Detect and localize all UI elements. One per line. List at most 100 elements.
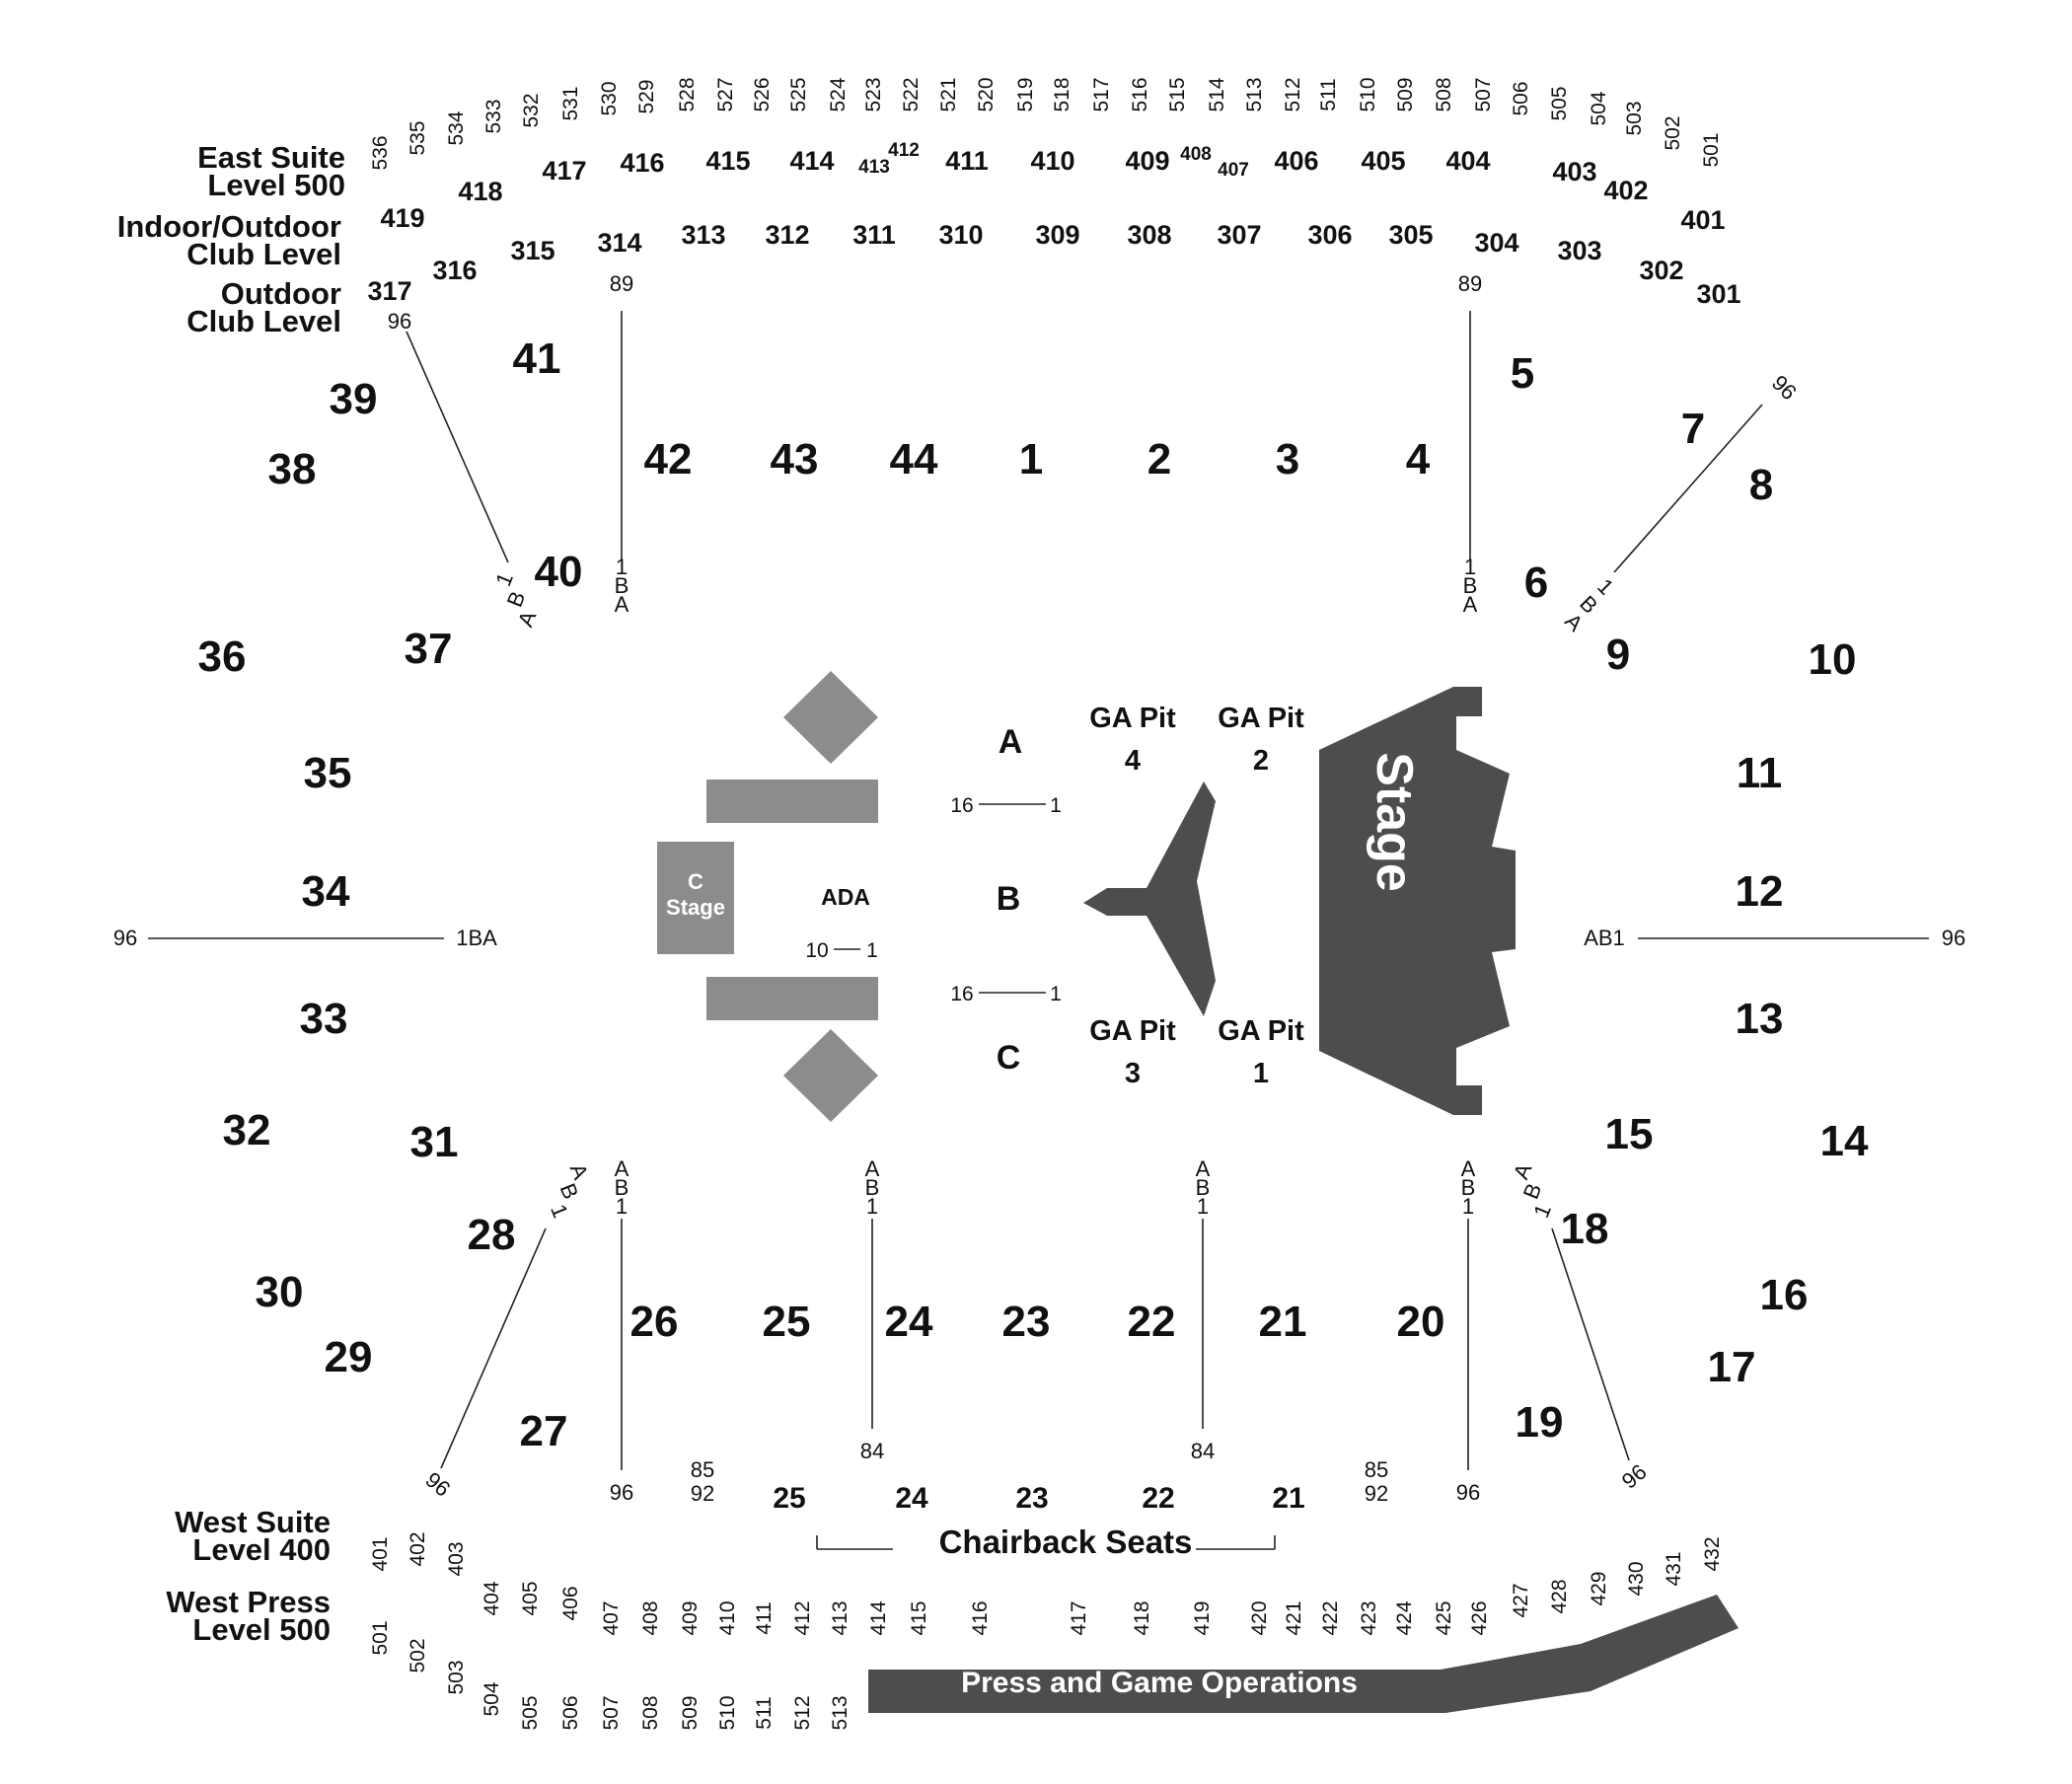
suite-400-west[interactable]: 432 <box>1701 1536 1724 1571</box>
press-500-west[interactable]: 501 <box>369 1620 392 1655</box>
suite-500-east[interactable]: 535 <box>407 120 429 155</box>
suite-400-east[interactable]: 401 <box>1680 205 1725 235</box>
suite-400-west[interactable]: 416 <box>969 1600 992 1635</box>
suite-500-east[interactable]: 525 <box>787 77 810 112</box>
lower-section-36[interactable]: 36 <box>198 632 247 681</box>
lower-section-26[interactable]: 26 <box>630 1298 679 1346</box>
c-stage[interactable] <box>657 842 734 954</box>
lower-section-17[interactable]: 17 <box>1708 1343 1756 1391</box>
ga-pit-label[interactable]: GA Pit <box>1218 1015 1304 1047</box>
suite-400-west[interactable]: 428 <box>1548 1579 1571 1613</box>
lower-section-19[interactable]: 19 <box>1516 1398 1564 1447</box>
suite-400-west[interactable]: 430 <box>1625 1561 1648 1596</box>
club-300-east[interactable]: 315 <box>510 236 555 265</box>
lower-section-35[interactable]: 35 <box>304 749 352 797</box>
suite-400-east[interactable]: 411 <box>945 146 989 176</box>
suite-400-east[interactable]: 408 <box>1180 144 1212 165</box>
lower-section-32[interactable]: 32 <box>223 1106 271 1154</box>
suite-400-east[interactable]: 413 <box>858 157 890 178</box>
suite-400-east[interactable]: 414 <box>789 146 834 176</box>
suite-400-west[interactable]: 402 <box>407 1531 429 1566</box>
suite-400-west[interactable]: 408 <box>639 1600 662 1635</box>
suite-500-east[interactable]: 508 <box>1433 77 1455 112</box>
lower-section-14[interactable]: 14 <box>1820 1117 1869 1165</box>
club-300-east[interactable]: 304 <box>1474 228 1518 258</box>
lower-section-37[interactable]: 37 <box>405 625 453 673</box>
floor-section-b[interactable]: B <box>997 880 1021 918</box>
suite-400-east[interactable]: 415 <box>705 146 750 176</box>
suite-400-west[interactable]: 420 <box>1248 1600 1271 1635</box>
lower-section-16[interactable]: 16 <box>1760 1271 1809 1319</box>
suite-500-east[interactable]: 513 <box>1243 77 1266 112</box>
suite-400-west[interactable]: 407 <box>600 1600 623 1635</box>
suite-500-east[interactable]: 533 <box>482 99 505 133</box>
press-500-west[interactable]: 508 <box>639 1695 662 1730</box>
lower-section-12[interactable]: 12 <box>1736 867 1784 916</box>
suite-500-east[interactable]: 509 <box>1394 77 1417 112</box>
lower-section-15[interactable]: 15 <box>1605 1110 1654 1158</box>
suite-400-east[interactable]: 412 <box>888 140 920 161</box>
suite-400-east[interactable]: 407 <box>1218 160 1249 181</box>
club-300-east[interactable]: 311 <box>852 220 896 250</box>
suite-500-east[interactable]: 522 <box>900 77 923 112</box>
lower-section-11[interactable]: 11 <box>1737 749 1783 797</box>
suite-500-east[interactable]: 501 <box>1700 132 1723 167</box>
lower-section-42[interactable]: 42 <box>644 435 693 483</box>
ga-pit-label[interactable]: GA Pit <box>1089 703 1176 734</box>
press-500-west[interactable]: 511 <box>753 1696 776 1729</box>
suite-400-west[interactable]: 414 <box>867 1600 890 1635</box>
lower-section-3[interactable]: 3 <box>1276 435 1299 483</box>
club-300-east[interactable]: 310 <box>938 220 983 250</box>
club-300-east[interactable]: 303 <box>1557 236 1601 265</box>
club-300-east[interactable]: 314 <box>597 228 641 258</box>
suite-400-east[interactable]: 416 <box>620 148 664 178</box>
press-500-west[interactable]: 507 <box>600 1695 623 1730</box>
suite-500-east[interactable]: 519 <box>1014 77 1037 112</box>
club-300-east[interactable]: 313 <box>681 220 725 250</box>
lower-section-30[interactable]: 30 <box>256 1268 304 1316</box>
lower-section-24[interactable]: 24 <box>885 1298 933 1346</box>
suite-500-east[interactable]: 534 <box>445 111 468 145</box>
lower-section-4[interactable]: 4 <box>1406 435 1431 483</box>
suite-400-east[interactable]: 402 <box>1603 176 1648 205</box>
club-300-east[interactable]: 317 <box>367 276 411 306</box>
suite-500-east[interactable]: 529 <box>635 79 658 113</box>
lower-section-18[interactable]: 18 <box>1561 1205 1609 1253</box>
suite-400-west[interactable]: 427 <box>1510 1583 1532 1617</box>
club-300-east[interactable]: 305 <box>1388 220 1433 250</box>
suite-500-east[interactable]: 512 <box>1282 77 1304 112</box>
suite-400-west[interactable]: 411 <box>753 1601 776 1634</box>
suite-500-east[interactable]: 518 <box>1051 77 1073 112</box>
suite-400-west[interactable]: 413 <box>829 1600 851 1635</box>
suite-500-east[interactable]: 517 <box>1090 77 1113 112</box>
suite-400-east[interactable]: 417 <box>542 156 586 186</box>
lower-section-13[interactable]: 13 <box>1736 995 1784 1043</box>
club-300-east[interactable]: 312 <box>765 220 809 250</box>
lower-section-23[interactable]: 23 <box>1002 1298 1051 1346</box>
lower-section-31[interactable]: 31 <box>410 1118 459 1166</box>
suite-500-east[interactable]: 510 <box>1357 77 1379 112</box>
ga-pit-label[interactable]: GA Pit <box>1089 1015 1176 1047</box>
suite-500-east[interactable]: 514 <box>1206 77 1228 112</box>
suite-500-east[interactable]: 528 <box>676 77 699 112</box>
suite-400-west[interactable]: 415 <box>908 1600 930 1635</box>
suite-500-east[interactable]: 520 <box>975 77 998 112</box>
floor-section-c[interactable]: C <box>997 1039 1021 1077</box>
suite-400-west[interactable]: 426 <box>1468 1600 1491 1635</box>
suite-400-east[interactable]: 410 <box>1030 146 1074 176</box>
suite-500-east[interactable]: 504 <box>1588 91 1610 125</box>
suite-500-east[interactable]: 515 <box>1166 77 1189 112</box>
suite-400-west[interactable]: 429 <box>1588 1571 1610 1605</box>
club-300-east[interactable]: 302 <box>1639 256 1683 285</box>
suite-400-east[interactable]: 419 <box>380 203 424 233</box>
suite-500-east[interactable]: 516 <box>1129 77 1151 112</box>
suite-400-west[interactable]: 418 <box>1131 1600 1153 1635</box>
lower-section-43[interactable]: 43 <box>771 435 819 483</box>
press-500-west[interactable]: 505 <box>519 1695 542 1730</box>
suite-500-east[interactable]: 527 <box>714 77 737 112</box>
suite-400-west[interactable]: 417 <box>1068 1600 1090 1635</box>
suite-400-west[interactable]: 431 <box>1663 1551 1685 1586</box>
club-300-east[interactable]: 308 <box>1127 220 1171 250</box>
suite-400-west[interactable]: 423 <box>1358 1600 1380 1635</box>
lower-section-41[interactable]: 41 <box>513 334 561 383</box>
